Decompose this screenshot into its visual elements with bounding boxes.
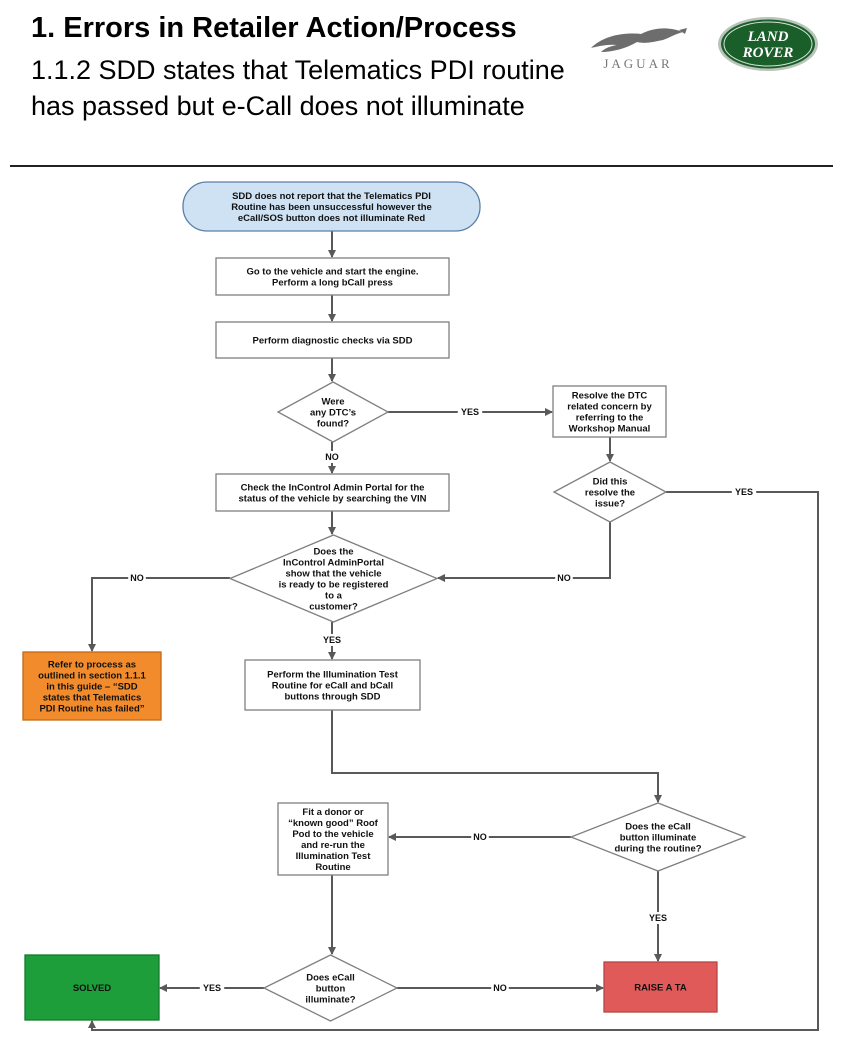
jaguar-leaper-icon <box>591 28 687 52</box>
node-shape <box>24 954 160 1021</box>
node-shape <box>276 381 390 443</box>
node-solved: SOLVED <box>24 954 160 1021</box>
header-divider <box>10 165 833 167</box>
page-subtitle: 1.1.2 SDD states that Telematics PDI rou… <box>31 55 565 121</box>
node-shape <box>228 534 439 623</box>
node-shape <box>552 461 668 523</box>
edge-label-routine-yes: YES <box>649 913 667 923</box>
edge-label-bg <box>731 486 757 498</box>
node-step-check-portal: Check the InControl Admin Portal for the… <box>215 473 450 512</box>
jaguar-logo-text: JAGUAR <box>603 56 673 71</box>
edge-label-bg <box>319 634 345 646</box>
edge-label-resolved-no: NO <box>557 573 571 583</box>
edge-label-bg <box>645 912 671 924</box>
node-shape <box>22 651 162 721</box>
node-step-diag: Perform diagnostic checks via SDD <box>215 321 450 359</box>
edge-resolved-yes <box>88 491 819 1031</box>
edge-label-dtc-no: NO <box>325 452 339 462</box>
edge-label-portal-yes: YES <box>323 635 341 645</box>
node-shape <box>603 961 718 1013</box>
edge-portal-no <box>88 577 230 652</box>
node-shape <box>569 802 747 872</box>
edge-label-bg <box>491 982 509 994</box>
node-shape <box>215 473 450 512</box>
edge-label-dtc-yes: YES <box>461 407 479 417</box>
node-label: RAISE A TA <box>634 983 687 994</box>
node-label: Perform diagnostic checks via SDD <box>253 336 413 347</box>
edge-label-illum-yes: YES <box>203 983 221 993</box>
edge-label-bg <box>471 831 489 843</box>
edge-label-routine-no: NO <box>473 832 487 842</box>
node-shape <box>277 802 389 876</box>
node-label: SOLVED <box>73 983 111 994</box>
node-shape <box>215 321 450 359</box>
edge-label-portal-no: NO <box>130 573 144 583</box>
edge-label-resolved-yes: YES <box>735 487 753 497</box>
node-shape <box>552 385 667 438</box>
edge-resolved-no <box>437 522 611 582</box>
jaguar-logo: JAGUAR <box>583 18 693 73</box>
landrover-oval-icon: LAND ROVER <box>718 17 818 71</box>
node-shape <box>262 954 399 1022</box>
edge-label-bg <box>323 451 341 463</box>
node-start: SDD does not report that the Telematics … <box>182 181 481 232</box>
node-step-start-engine: Go to the vehicle and start the engine.P… <box>215 257 450 296</box>
node-label: Go to the vehicle and start the engine.P… <box>246 267 418 289</box>
edge-label-illum-no: NO <box>493 983 507 993</box>
node-shape <box>182 181 481 232</box>
edge-label-bg <box>555 572 573 584</box>
node-label: Check the InControl Admin Portal for the… <box>239 483 427 505</box>
landrover-logo: LAND ROVER <box>716 15 820 73</box>
node-shape <box>215 257 450 296</box>
edge-label-bg <box>199 982 225 994</box>
edge-label-bg <box>457 406 483 418</box>
landrover-logo-line2: ROVER <box>742 45 794 61</box>
edge-illum-to-routine <box>331 710 662 803</box>
node-label: SDD does not report that the Telematics … <box>231 191 432 224</box>
edge-label-bg <box>128 572 146 584</box>
page-title: 1. Errors in Retailer Action/Process <box>31 12 517 44</box>
node-raise-ta: RAISE A TA <box>603 961 718 1013</box>
node-shape <box>244 659 421 711</box>
landrover-logo-line1: LAND <box>747 29 789 45</box>
